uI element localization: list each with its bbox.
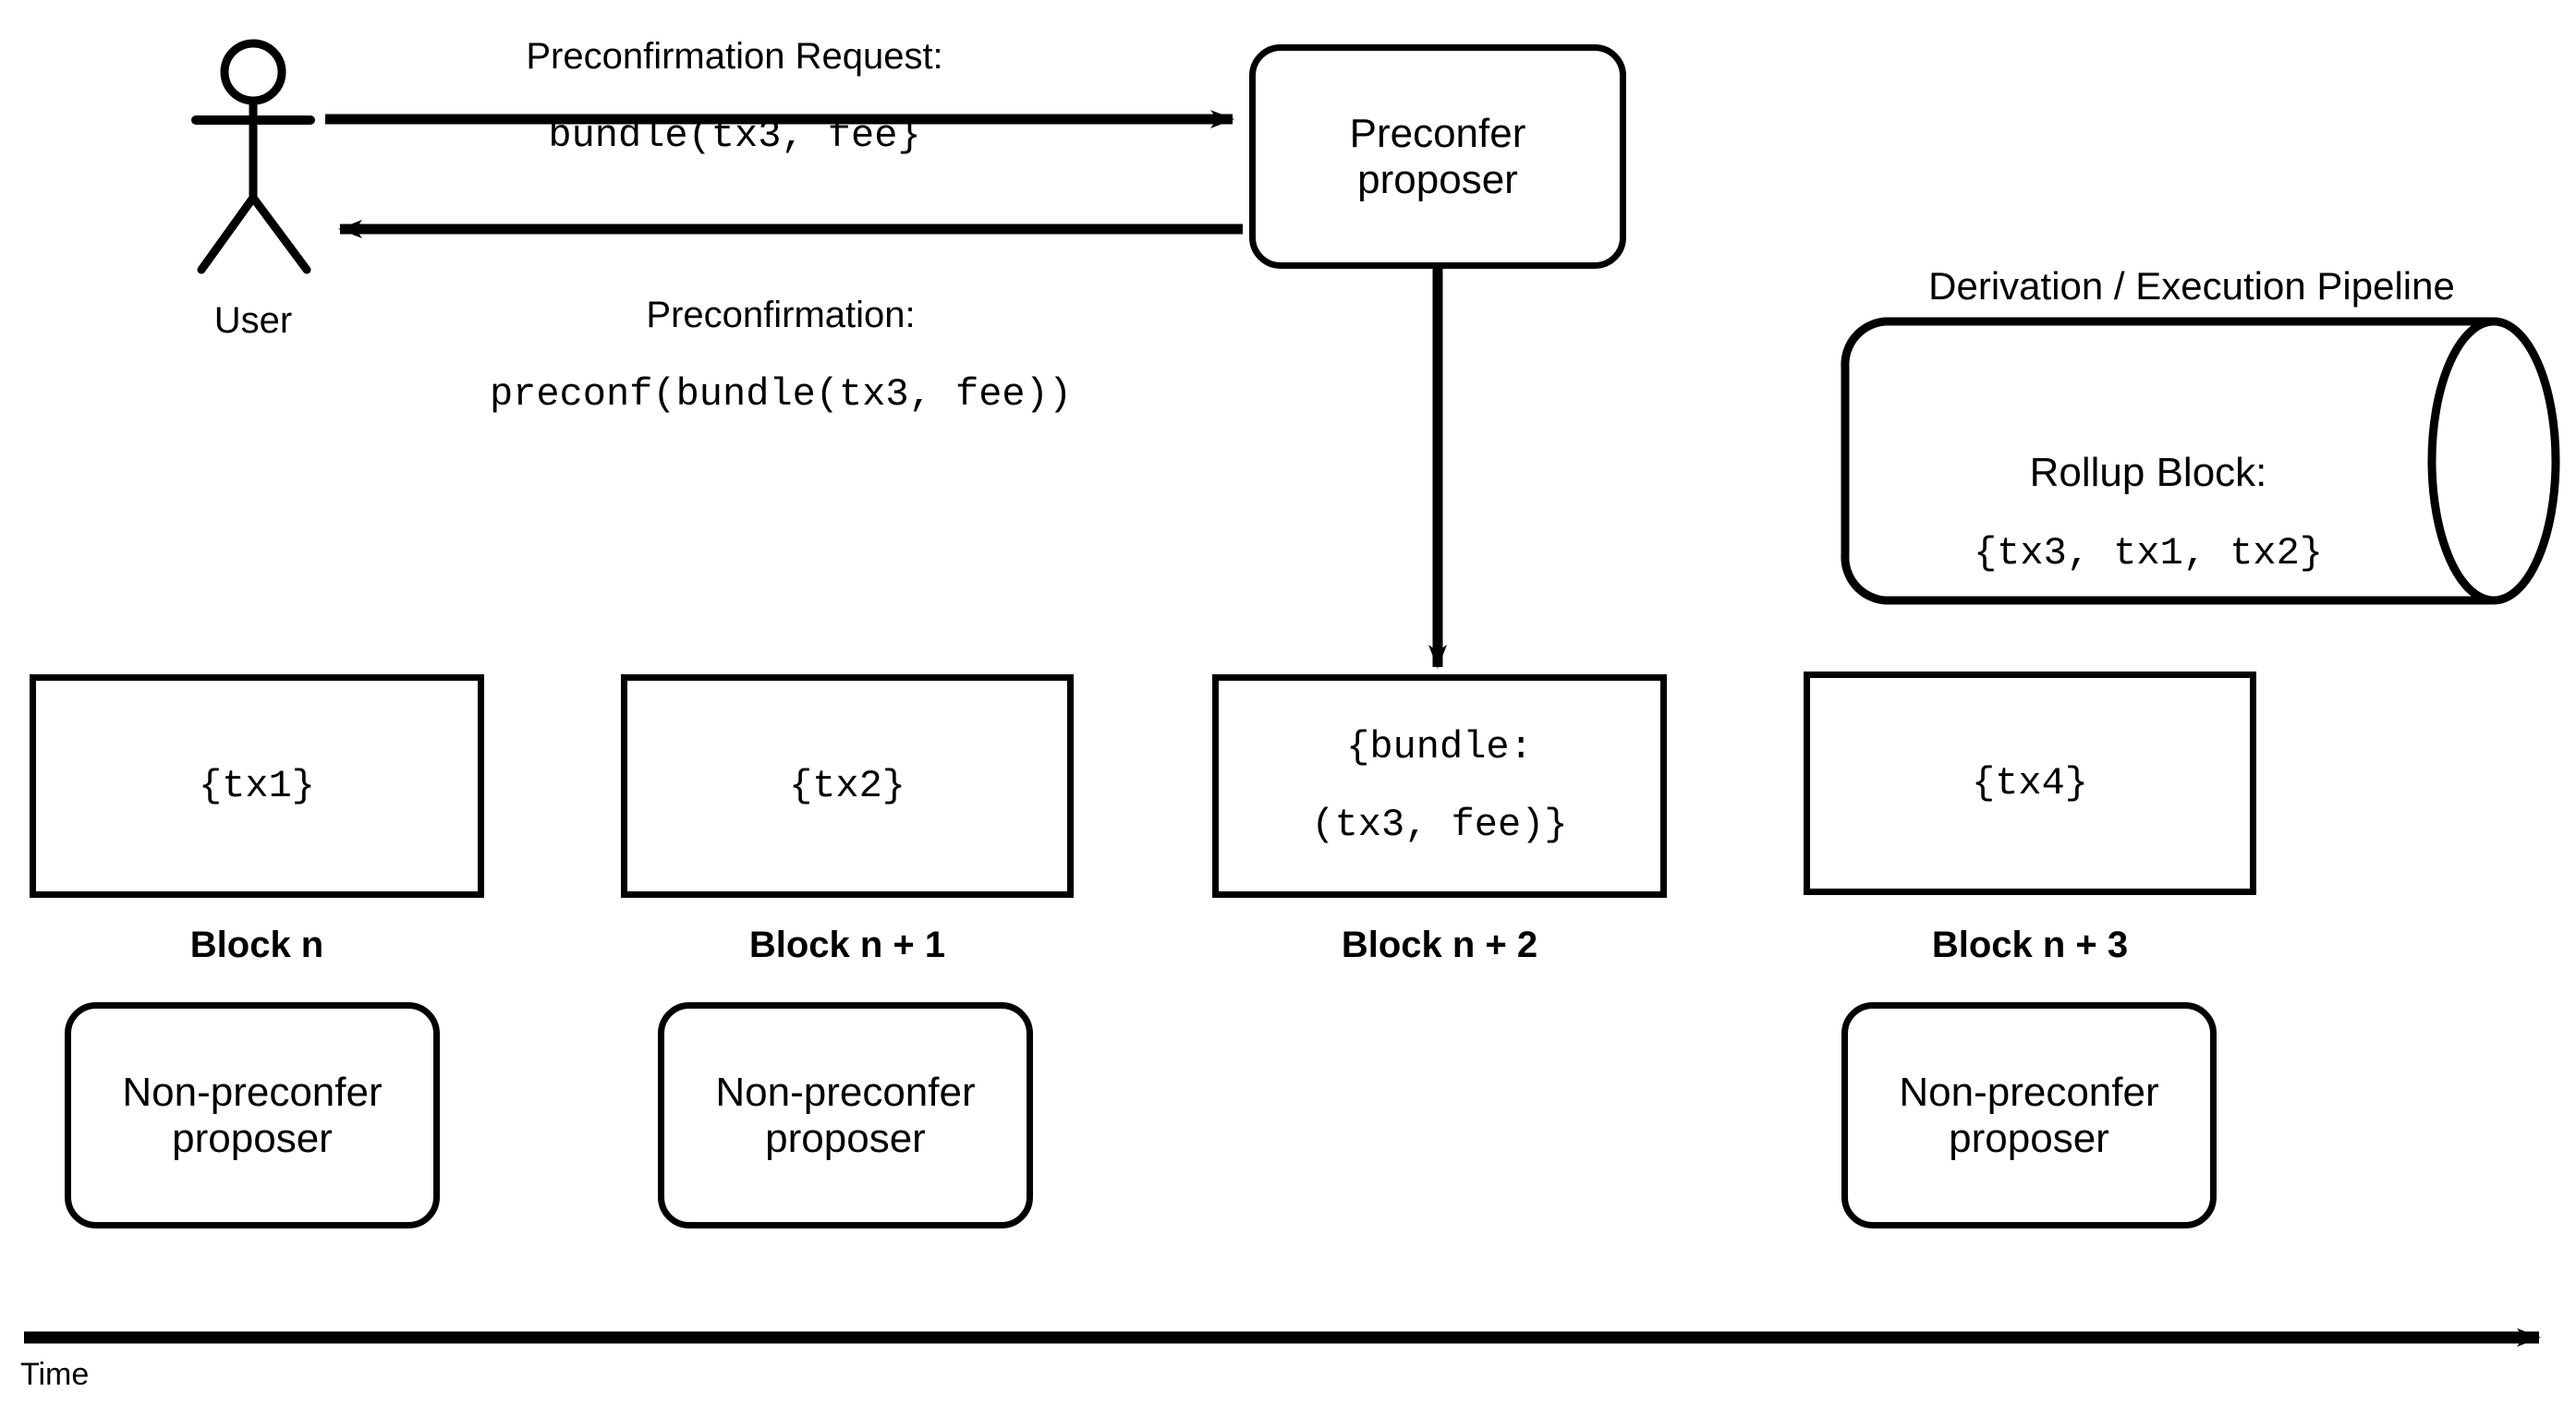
non-preconfer-proposer-block-n-plus-1-line1: Non-preconfer: [715, 1069, 976, 1115]
non-preconfer-proposer-block-n-plus-3-line1: Non-preconfer: [1899, 1069, 2159, 1115]
block-n-label: Block n: [189, 925, 324, 965]
preconfirmation-response-label: Preconfirmation: preconf(bundle(tx3, fee…: [490, 259, 1072, 453]
rollup-block-line2: {tx3, tx1, tx2}: [1973, 531, 2324, 576]
non-preconfer-proposer-block-n[interactable]: Non-preconfer proposer: [65, 1002, 440, 1228]
block-n-plus-1[interactable]: {tx2}: [621, 674, 1074, 898]
preconfirmation-request-label: Preconfirmation Request: bundle(tx3, fee…: [526, 0, 942, 194]
block-n-content: {tx1}: [198, 764, 316, 808]
preconfirmation-request-line1: Preconfirmation Request:: [526, 35, 943, 77]
stick-figure-icon: [191, 39, 315, 274]
stick-figure-left-leg: [197, 193, 258, 274]
preconfer-proposer-line2: proposer: [1357, 156, 1518, 202]
non-preconfer-proposer-block-n-plus-1[interactable]: Non-preconfer proposer: [658, 1002, 1033, 1228]
block-n[interactable]: {tx1}: [30, 674, 484, 898]
block-n-plus-1-label: Block n + 1: [748, 925, 946, 965]
block-n-plus-3[interactable]: {tx4}: [1804, 672, 2256, 895]
user-actor-label: User: [213, 300, 293, 341]
time-axis-label: Time: [20, 1357, 90, 1392]
block-n-plus-2-label: Block n + 2: [1341, 925, 1538, 965]
preconfirmation-response-line2: preconf(bundle(tx3, fee)): [489, 371, 1073, 417]
block-n-plus-1-content: {tx2}: [788, 764, 906, 808]
block-n-plus-3-content: {tx4}: [1971, 761, 2089, 805]
pipeline-title: Derivation / Execution Pipeline: [1928, 264, 2455, 308]
non-preconfer-proposer-block-n-line1: Non-preconfer: [122, 1069, 383, 1115]
block-n-plus-2[interactable]: {bundle: (tx3, fee)}: [1212, 674, 1667, 898]
non-preconfer-proposer-block-n-plus-3[interactable]: Non-preconfer proposer: [1841, 1002, 2217, 1228]
stick-figure-right-leg: [249, 193, 311, 274]
pipeline-contents: Rollup Block: {tx3, tx1, tx2}: [1974, 414, 2323, 612]
non-preconfer-proposer-block-n-line2: proposer: [172, 1115, 333, 1161]
preconfer-proposer-line1: Preconfer: [1349, 110, 1526, 156]
block-n-plus-3-label: Block n + 3: [1931, 925, 2129, 965]
preconfirmation-request-line2: bundle(tx3, fee}: [548, 113, 921, 158]
non-preconfer-proposer-block-n-plus-3-line2: proposer: [1949, 1115, 2109, 1161]
block-n-plus-2-content: {bundle:: [1346, 725, 1533, 769]
block-n-plus-2-content-2: (tx3, fee)}: [1311, 803, 1568, 847]
preconfer-proposer-node[interactable]: Preconfer proposer: [1249, 44, 1626, 269]
preconfirmation-response-line1: Preconfirmation:: [646, 294, 916, 335]
stick-figure-head: [220, 39, 286, 105]
non-preconfer-proposer-block-n-plus-1-line2: proposer: [765, 1115, 926, 1161]
rollup-block-line1: Rollup Block:: [2029, 449, 2267, 495]
